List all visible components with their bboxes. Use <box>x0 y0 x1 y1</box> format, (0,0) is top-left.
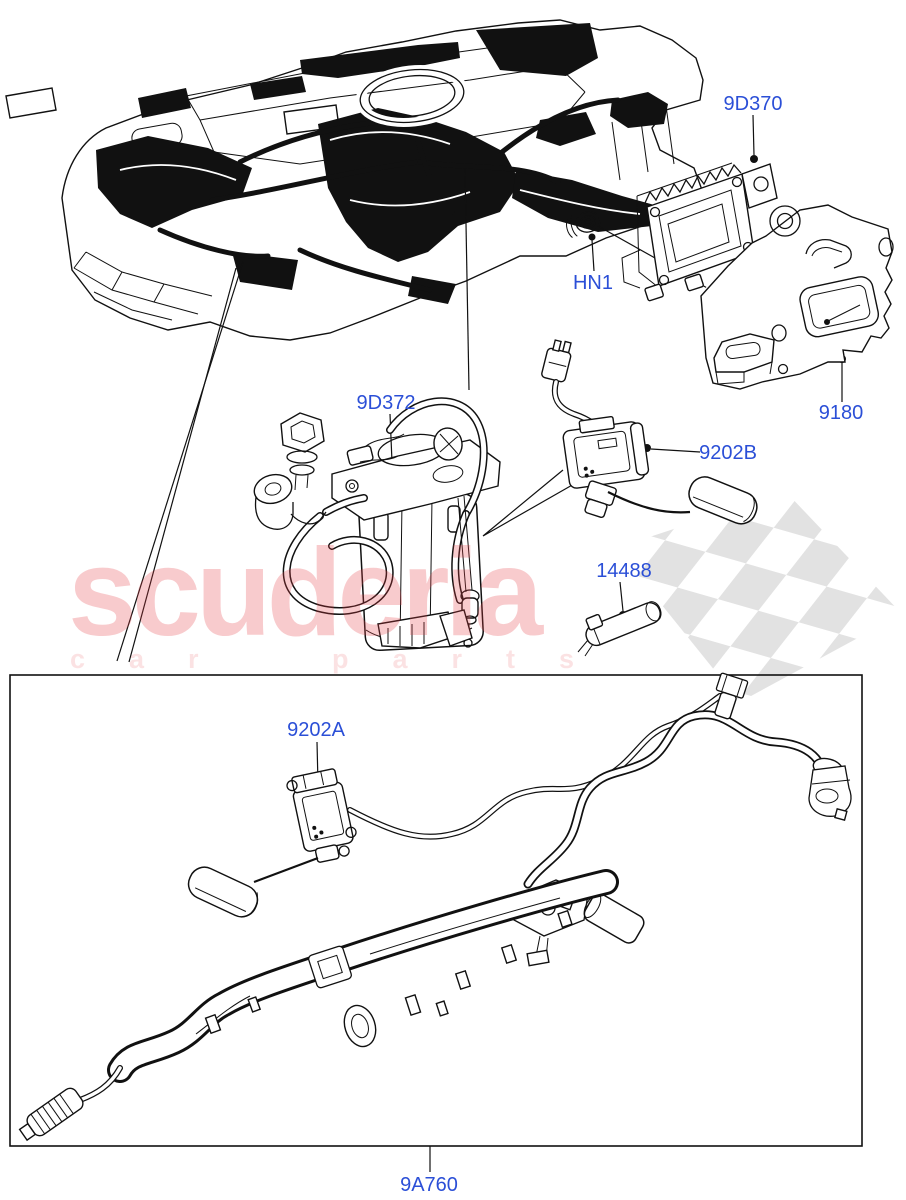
pump-elbow-fitting <box>253 473 327 530</box>
ecu-heatsink-fins <box>644 163 742 204</box>
sender-a-float <box>187 866 259 918</box>
sender-b-pivot <box>584 480 617 519</box>
sender-a-body <box>286 768 357 852</box>
bracket-foot <box>713 333 775 373</box>
part-label-9d372[interactable]: 9D372 <box>356 392 416 414</box>
part-label-hn1[interactable]: HN1 <box>572 272 614 294</box>
sender-a-pivot <box>314 844 350 863</box>
ecu-mount-tab <box>741 163 778 209</box>
harness-box <box>9 674 863 1147</box>
pump-hex-fitting <box>280 412 325 491</box>
mounting-bracket-drawing <box>700 204 894 390</box>
pump-hoses <box>282 397 488 615</box>
trunk-clip-large <box>308 945 352 989</box>
tank-access-ring <box>355 65 469 127</box>
checkered-flag-watermark <box>616 492 902 702</box>
fuel-pump-ecu-drawing <box>621 162 778 302</box>
harness-striped-connector <box>18 1087 84 1142</box>
pump-head <box>346 427 463 467</box>
bracket-hood-flange <box>805 238 852 269</box>
harness-t-connector <box>714 672 749 720</box>
sender-b-float <box>688 476 758 525</box>
sender-b-float-arm <box>607 491 691 514</box>
part-label-9a760[interactable]: 9A760 <box>400 1174 458 1196</box>
trunk-grommet <box>343 1004 377 1048</box>
hn1-grommet-drawing <box>566 211 601 238</box>
fuel-pump-module-drawing <box>253 397 501 652</box>
pump-bottom-clip <box>377 609 473 649</box>
fuel-tank-assembly <box>5 19 704 341</box>
part-label-9202a[interactable]: 9202A <box>287 719 345 741</box>
tank-flange-tab <box>5 87 57 119</box>
wiring-harness-9a760-drawing <box>18 672 852 1142</box>
fuel-sender-9202a-drawing <box>187 768 357 918</box>
sender-b-body <box>562 415 650 489</box>
sender-a-float-arm <box>253 856 319 884</box>
part-label-9180[interactable]: 9180 <box>818 402 864 424</box>
fuel-sender-9202b-drawing <box>541 339 758 525</box>
part-label-9202b[interactable]: 9202B <box>699 442 757 464</box>
harness-round-connector <box>808 757 852 821</box>
part-label-14488[interactable]: 14488 <box>596 560 652 582</box>
fuel-line-14488-drawing <box>577 601 662 657</box>
part-label-9d370[interactable]: 9D370 <box>723 93 783 115</box>
sender-b-plug <box>541 339 572 383</box>
